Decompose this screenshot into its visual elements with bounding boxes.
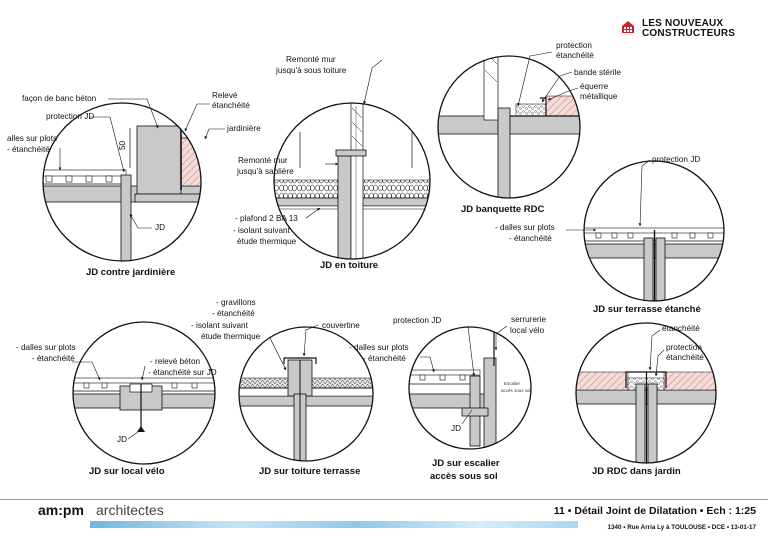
plafond-label: - plafond 2 BA 13 <box>235 214 298 223</box>
detail-jd-escalier: Escalier accès sous sol protection JD se… <box>349 315 546 482</box>
isolant-label: - isolant suivant <box>191 321 249 330</box>
etude-thermique-label: étude thermique <box>201 332 261 341</box>
caption-jd-contre-jardiniere: JD contre jardinière <box>86 267 175 278</box>
releve-beton-label: - relevé béton <box>150 357 201 366</box>
caption-jd-toiture-terrasse: JD sur toiture terrasse <box>259 466 360 477</box>
caption-jd-terrasse-etanche: JD sur terrasse étanché <box>593 304 701 315</box>
house-logo-icon <box>622 21 634 33</box>
protection-jd-label: protection JD <box>393 316 441 325</box>
jd-label: JD <box>451 424 461 433</box>
decorative-band <box>90 521 578 528</box>
caption-acces-sous-sol: accès sous sol <box>430 471 498 482</box>
dalles-plots-label: - dalles sur plots <box>349 343 409 352</box>
acces-sous-sol-label: accès sous sol <box>501 388 531 393</box>
releve-label: Relevé <box>212 91 238 100</box>
detail-jd-toiture-terrasse: - gravillons - étanchéité - isolant suiv… <box>191 298 374 477</box>
escalier-label: Escalier <box>504 381 521 386</box>
releve-etancheite-label: étanchéité <box>212 101 250 110</box>
detail-jd-rdc-jardin: étanchéité protection étanchéité JD RDC … <box>575 322 717 477</box>
caption-jd-escalier: JD sur escalier <box>432 458 500 469</box>
jardiniere-label: jardinière <box>226 124 261 133</box>
sheet-title: 11 • Détail Joint de Dilatation • Ech : … <box>553 505 756 517</box>
isolant-label: - isolant suivant <box>233 226 291 235</box>
brand-line-2: CONSTRUCTEURS <box>642 28 736 39</box>
caption-jd-local-velo: JD sur local vélo <box>89 466 165 477</box>
caption-jd-banquette-rdc: JD banquette RDC <box>461 204 545 215</box>
local-velo-label: local vélo <box>510 326 545 335</box>
etancheite-label: - étanchéité <box>32 354 75 363</box>
etancheite-jd-label: - étanchéité sur JD <box>148 368 217 377</box>
jd-label: JD <box>155 223 165 232</box>
sheet-subtitle: 1340 • Rue Arria Ly à TOULOUSE • DCE • 1… <box>607 524 756 531</box>
dalles-plots-label: alles sur plots <box>7 134 57 143</box>
dimension-50-label: 50 <box>118 140 127 150</box>
detail-jd-en-toiture: Remonté mur jusqu'à sous toiture Remonté… <box>233 55 431 271</box>
title-block: am:pm architectes 11 • Détail Joint de D… <box>0 494 768 543</box>
architect-suffix: architectes <box>96 502 164 518</box>
gravillons-label: - gravillons <box>216 298 256 307</box>
brand-line-1: LES NOUVEAUX <box>642 18 724 29</box>
equerre-metallique-label: métallique <box>580 92 618 101</box>
bande-sterile-label: bande stérile <box>574 68 621 77</box>
protection-jd-label: protection JD <box>46 112 94 121</box>
etancheite-label: - étanchéité <box>509 234 552 243</box>
dalles-plots-label: - dalles sur plots <box>495 223 555 232</box>
etancheite-label: étanchéité <box>662 324 700 333</box>
protection-label: protection <box>666 343 702 352</box>
sous-toiture-label: jusqu'à sous toiture <box>275 66 347 75</box>
banc-beton-label: façon de banc béton <box>22 94 97 103</box>
sabliere-label: jusqu'à sablière <box>236 167 294 176</box>
detail-jd-local-velo: - dalles sur plots - étanchéité - relevé… <box>16 321 217 477</box>
etude-thermique-label: étude thermique <box>237 237 297 246</box>
serrurerie-label: serrurerie <box>511 315 546 324</box>
footer-divider <box>0 499 768 500</box>
jd-label: JD <box>117 435 127 444</box>
couvertine-label: couvertine <box>322 321 360 330</box>
protection-etancheite-label: étanchéité <box>556 51 594 60</box>
dalles-plots-label: - dalles sur plots <box>16 343 76 352</box>
equerre-label: équerre <box>580 82 609 91</box>
etancheite-label: - étanchéité <box>363 354 406 363</box>
etancheite-label: - étanchéité <box>212 309 255 318</box>
protection-jd-label: protection JD <box>652 155 700 164</box>
protection-etancheite-label: étanchéité <box>666 353 704 362</box>
etancheite-label: - étanchéité <box>7 145 50 154</box>
detail-jd-terrasse-etanche: protection JD - dalles sur plots - étanc… <box>495 155 725 315</box>
remonte-mur-label: Remonté mur <box>286 55 336 64</box>
architect-name: am:pm <box>38 502 84 518</box>
detail-jd-contre-jardiniere: 50 façon de banc béton protection JD all… <box>7 91 261 278</box>
brand-logo: LES NOUVEAUX CONSTRUCTEURS <box>621 16 761 40</box>
caption-jd-en-toiture: JD en toiture <box>320 260 378 271</box>
remonte-mur-sabliere-label: Remonté mur <box>238 156 288 165</box>
protection-label: protection <box>556 41 592 50</box>
caption-jd-rdc-jardin: JD RDC dans jardin <box>592 466 681 477</box>
detail-jd-banquette-rdc: protection étanchéité bande stérile éque… <box>437 41 621 215</box>
